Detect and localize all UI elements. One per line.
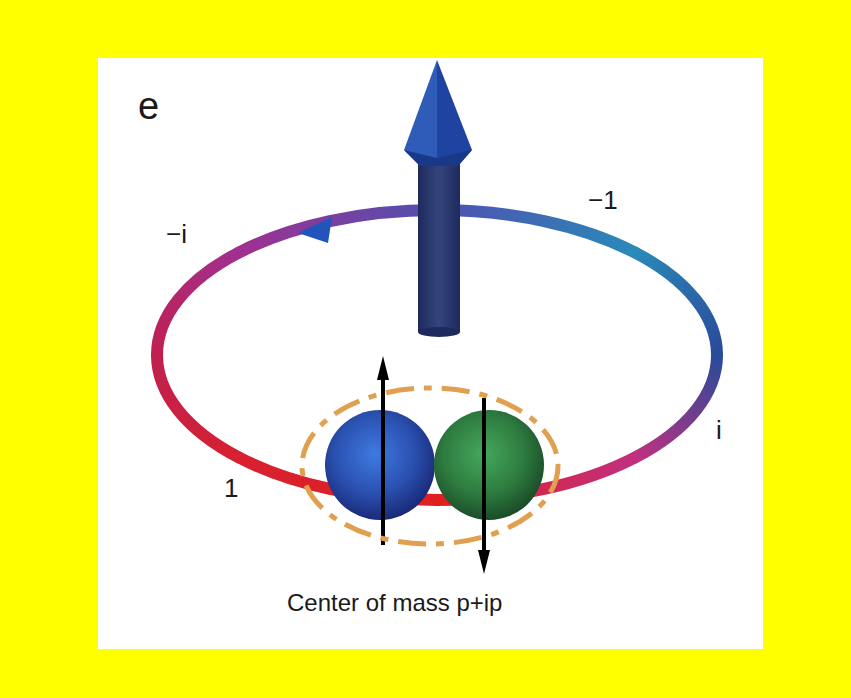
blue-sphere [325, 410, 435, 520]
panel [98, 58, 763, 649]
pair-outline [302, 388, 558, 544]
ring-arrowhead [298, 217, 332, 243]
caption-text: Center of mass p+ip [287, 590, 502, 616]
green-sphere [434, 410, 544, 520]
panel-letter: e [138, 86, 159, 128]
phase-label: −i [166, 220, 187, 249]
phase-label: −1 [588, 186, 618, 215]
phase-label: 1 [224, 474, 238, 503]
angular-momentum-arrow [404, 60, 472, 337]
phase-label: i [716, 416, 722, 445]
